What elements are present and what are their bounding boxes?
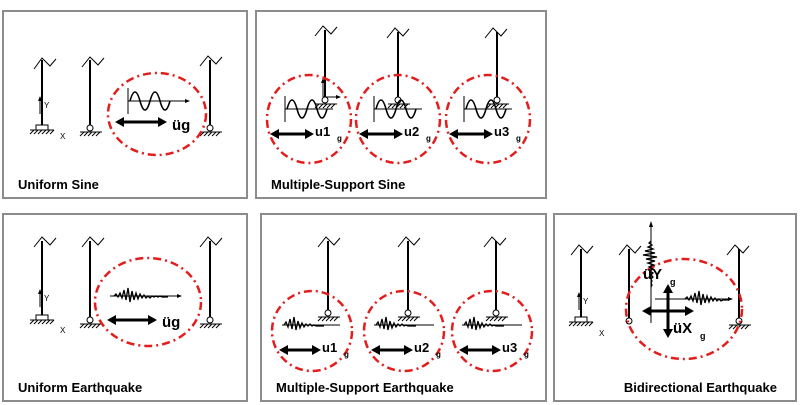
multiple-support-earthquake-diagram: u1 g u2 g u3 g — [270, 236, 534, 373]
earthquake-record-input — [110, 287, 182, 303]
accel-label-3: u3 — [502, 340, 517, 355]
sine-wave-input-2 — [373, 96, 422, 122]
accel-label: üg — [172, 117, 190, 134]
panel-multiple-support-sine: u1 g u2 g u3 g Multiple-Support Sine — [255, 10, 547, 199]
excitation-ellipse-1 — [265, 73, 353, 165]
excitation-ellipse-3 — [444, 73, 532, 165]
sine-wave-input-3 — [463, 96, 512, 122]
ground-motion-arrow: üg — [107, 314, 180, 331]
sine-wave-input-1 — [284, 96, 333, 122]
panel-uniform-earthquake: Y X üg Uniform Earthquake — [2, 213, 248, 402]
column-pinned-support — [79, 56, 105, 137]
panel-title: Uniform Sine — [18, 177, 99, 192]
accel-label-2: u2 — [414, 340, 429, 355]
accel-x-label: üX — [673, 320, 692, 337]
panel-title: Uniform Earthquake — [18, 380, 143, 395]
accel-y-label: üY — [643, 266, 662, 283]
accel-subscript-3: g — [524, 350, 529, 359]
earthquake-record-input-2 — [374, 316, 434, 331]
column-right — [726, 244, 751, 330]
column-left — [317, 236, 341, 322]
excitation-ellipse-3 — [450, 289, 534, 373]
accel-x-subscript: g — [700, 331, 706, 341]
axis-y-label: Y — [583, 297, 589, 306]
column-pinned-support — [79, 236, 105, 329]
accel-subscript-2: g — [426, 134, 431, 143]
column-right — [484, 27, 509, 109]
ground-motion-arrow-1: u1 g — [270, 124, 342, 143]
column-middle — [386, 27, 410, 109]
accel-subscript-1: g — [344, 350, 349, 359]
column-left — [314, 25, 341, 109]
bidirectional-earthquake-diagram: Y X üY g — [568, 221, 751, 361]
panel-title: Multiple-Support Earthquake — [276, 380, 454, 395]
uniform-earthquake-diagram: Y X üg — [29, 236, 223, 348]
column-fixed-support — [29, 57, 57, 135]
excitation-ellipse — [106, 71, 208, 157]
earthquake-record-input-3 — [462, 316, 522, 331]
axis-y-label: Y — [44, 294, 50, 303]
column-fixed-support: Y X — [568, 244, 605, 338]
axis-x-label: X — [60, 132, 66, 141]
ground-motion-arrow-2: u2 g — [359, 124, 431, 143]
excitation-ellipse — [93, 256, 203, 348]
accel-subscript-2: g — [436, 350, 441, 359]
column-right — [199, 55, 223, 137]
uniform-sine-diagram: Y X üg — [29, 55, 223, 157]
accel-y-subscript: g — [670, 277, 676, 287]
ground-motion-arrow-1: u1 g — [279, 340, 349, 359]
excitation-ellipse — [624, 257, 744, 361]
axis-y-label: Y — [44, 101, 50, 110]
axis-x-label: X — [60, 326, 66, 335]
accel-subscript-3: g — [516, 134, 521, 143]
ground-motion-arrow-3: u3 g — [449, 124, 521, 143]
column-middle — [618, 244, 642, 325]
ground-motion-arrow-x: üX g — [642, 306, 706, 341]
accel-label-2: u2 — [404, 124, 419, 139]
axis-x-label: X — [599, 329, 605, 338]
excitation-ellipse-1 — [270, 289, 354, 373]
column-right — [483, 236, 508, 322]
panel-title: Bidirectional Earthquake — [623, 380, 777, 395]
sine-wave-input — [127, 88, 190, 114]
panel-title: Multiple-Support Sine — [271, 177, 406, 192]
accel-label-1: u1 — [322, 340, 337, 355]
accel-label-1: u1 — [315, 124, 330, 139]
accel-subscript-1: g — [337, 134, 342, 143]
excitation-ellipse-2 — [362, 289, 446, 373]
column-middle — [397, 236, 421, 322]
y-axis-arrow: Y X — [38, 96, 66, 141]
ground-motion-arrow-2: u2 g — [371, 340, 441, 359]
panel-uniform-sine: Y X üg Uniform Sine — [2, 10, 248, 199]
panel-multiple-support-earthquake: u1 g u2 g u3 g Multiple-Support Earthqua… — [260, 213, 547, 402]
ground-motion-arrow-3: u3 g — [459, 340, 529, 359]
excitation-ellipse-2 — [354, 73, 442, 165]
accel-label-3: u3 — [494, 124, 509, 139]
column-right — [199, 236, 223, 329]
multiple-support-sine-diagram: u1 g u2 g u3 g — [265, 25, 532, 165]
panel-bidirectional-earthquake: Y X üY g — [553, 213, 797, 402]
ground-motion-arrow: üg — [115, 117, 190, 134]
column-fixed-support: Y X — [29, 236, 66, 335]
accel-label: üg — [162, 314, 180, 331]
earthquake-record-input-1 — [282, 316, 340, 331]
ground-motion-arrow-y: üY g — [643, 266, 676, 338]
